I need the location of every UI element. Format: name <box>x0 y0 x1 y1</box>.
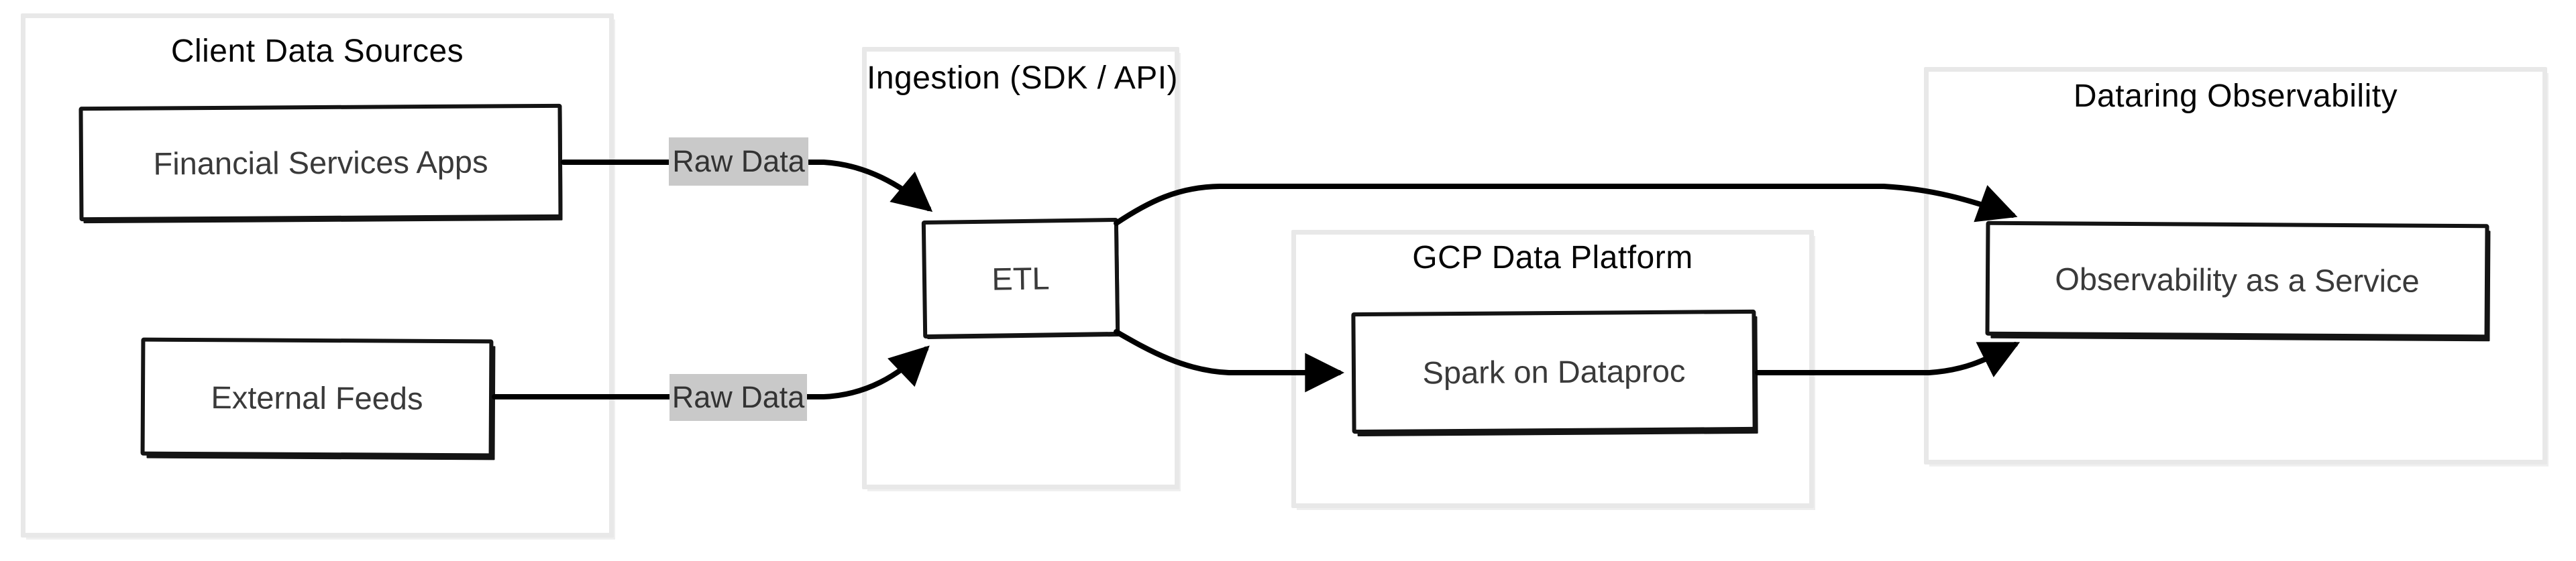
node-financial-services-apps: Financial Services Apps <box>78 103 563 222</box>
node-label-financial-services-apps: Financial Services Apps <box>153 143 488 182</box>
container-ingestion: Ingestion (SDK / API) <box>862 47 1179 489</box>
node-external-feeds: External Feeds <box>140 337 494 458</box>
node-label-etl: ETL <box>991 259 1050 297</box>
edge-label-raw-data-top: Raw Data <box>669 137 808 186</box>
edge-etl-to-observability-as-a-service <box>1114 184 2018 226</box>
edge-label-text-raw-data-bottom: Raw Data <box>672 380 805 414</box>
container-title-gcp-data-platform: GCP Data Platform <box>1412 240 1693 275</box>
edge-label-text-raw-data-top: Raw Data <box>672 144 805 178</box>
node-label-external-feeds: External Feeds <box>211 379 423 416</box>
container-title-dataring-observability: Dataring Observability <box>2073 78 2398 114</box>
node-observability-as-a-service: Observability as a Service <box>1985 221 2489 339</box>
node-label-observability-as-a-service: Observability as a Service <box>2055 261 2420 299</box>
node-label-spark-on-dataproc: Spark on Dataproc <box>1422 353 1686 391</box>
container-client-data-sources: Client Data Sources <box>21 13 614 538</box>
container-title-ingestion: Ingestion (SDK / API) <box>867 60 1179 96</box>
edge-label-raw-data-bottom: Raw Data <box>669 374 807 421</box>
container-title-client-data-sources: Client Data Sources <box>170 34 464 69</box>
node-etl: ETL <box>921 217 1120 339</box>
node-spark-on-dataproc: Spark on Dataproc <box>1351 309 1757 434</box>
